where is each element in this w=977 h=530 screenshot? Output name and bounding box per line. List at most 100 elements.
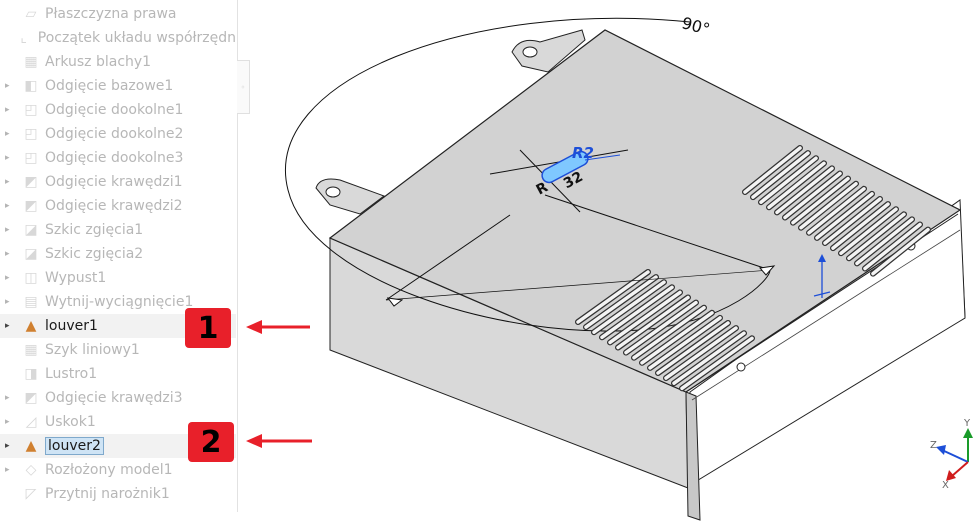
part-hole bbox=[736, 362, 746, 372]
louver-slat-highlight bbox=[799, 181, 858, 230]
louver-slat-highlight bbox=[855, 217, 914, 266]
tree-item-label: Początek układu współrzędn bbox=[37, 30, 236, 46]
tree-item-label: Odgięcie bazowe1 bbox=[45, 78, 174, 94]
louver-slat-highlight bbox=[648, 316, 722, 370]
mounting-tab-hole bbox=[522, 46, 538, 58]
expand-arrow-icon[interactable]: ▸ bbox=[5, 465, 10, 475]
louver-icon: ▲ bbox=[25, 438, 37, 454]
louver-slat-highlight bbox=[823, 197, 882, 245]
louver-slat-highlight bbox=[632, 305, 706, 360]
radius-leader bbox=[584, 154, 621, 161]
tree-item[interactable]: ▸◰Odgięcie dookolne1 bbox=[0, 98, 236, 122]
expand-arrow-icon[interactable]: ▸ bbox=[5, 417, 10, 427]
expand-arrow-icon[interactable]: ▸ bbox=[5, 225, 10, 235]
svg-text:Y: Y bbox=[963, 418, 971, 429]
extruded-cut-icon: ▤ bbox=[24, 294, 38, 310]
tree-item-label: Szyk liniowy1 bbox=[45, 342, 140, 358]
louver-slat-highlight bbox=[791, 176, 850, 225]
expand-arrow-icon[interactable]: ▸ bbox=[5, 201, 10, 211]
sketched-bend-icon: ◪ bbox=[24, 222, 38, 238]
panel-collapse-handle[interactable]: ◦ bbox=[237, 60, 250, 114]
tree-item[interactable]: ▸◫Wypust1 bbox=[0, 266, 236, 290]
tree-item[interactable]: ▸ ◩ Odgięcie krawędzi1 bbox=[0, 170, 236, 194]
expand-arrow-icon[interactable]: ▸ bbox=[5, 129, 10, 139]
expand-arrow-icon[interactable]: ▸ bbox=[5, 297, 10, 307]
louver-slat-highlight bbox=[775, 166, 834, 215]
louver-slat-highlight bbox=[616, 295, 690, 350]
part-front-flange bbox=[685, 391, 701, 521]
tree-item[interactable]: ▸◪Szkic zgięcia1 bbox=[0, 218, 236, 242]
expand-arrow-icon[interactable]: ▸ bbox=[5, 105, 10, 115]
tree-item[interactable]: ▸▤Wytnij-wyciągnięcie1 bbox=[0, 290, 236, 314]
tree-item[interactable]: ▸ ◩ Odgięcie krawędzi3 bbox=[0, 386, 236, 410]
tree-item[interactable]: ◸Przytnij narożnik1 bbox=[0, 482, 236, 506]
tree-item-label: Odgięcie krawędzi3 bbox=[45, 390, 183, 406]
callout-arrow-1 bbox=[246, 320, 310, 334]
tree-item[interactable]: ◨ Lustro1 bbox=[0, 362, 236, 386]
flat-pattern-icon: ◇ bbox=[25, 462, 37, 478]
louver-slat-highlight bbox=[656, 321, 730, 375]
expand-arrow-icon[interactable]: ▸ bbox=[5, 441, 10, 451]
origin-icon: ⌞ bbox=[20, 30, 28, 46]
tree-item-label: Rozłożony model1 bbox=[45, 462, 173, 478]
tree-item[interactable]: ▸ ◰ Odgięcie dookolne3 bbox=[0, 146, 236, 170]
tree-item[interactable]: ▸ ◰ Odgięcie dookolne2 bbox=[0, 122, 236, 146]
view-triad: Y Z X bbox=[930, 418, 973, 491]
louver-slat-highlight bbox=[807, 187, 866, 235]
louver-pattern-1 bbox=[742, 145, 931, 277]
part-edge-line bbox=[691, 229, 961, 401]
expand-arrow-icon[interactable]: ▸ bbox=[5, 177, 10, 187]
svg-text:X: X bbox=[942, 480, 949, 491]
expand-arrow-icon[interactable]: ▸ bbox=[5, 393, 10, 403]
sketched-bend-icon: ◪ bbox=[24, 246, 38, 262]
hem-icon: ◩ bbox=[24, 390, 38, 406]
sketch-line bbox=[385, 269, 771, 301]
tree-item[interactable]: ▸ ◇ Rozłożony model1 bbox=[0, 458, 236, 482]
local-axis-arrow bbox=[818, 254, 826, 262]
expand-arrow-icon[interactable]: ▸ bbox=[5, 249, 10, 259]
mirror-icon: ◨ bbox=[24, 366, 38, 382]
tree-item[interactable]: ⌞ Początek układu współrzędn bbox=[0, 26, 236, 50]
tree-item[interactable]: ▦Arkusz blachy1 bbox=[0, 50, 236, 74]
tree-item-label: Uskok1 bbox=[45, 414, 96, 430]
expand-arrow-icon[interactable]: ▸ bbox=[5, 273, 10, 283]
expand-arrow-icon[interactable]: ▸ bbox=[5, 81, 10, 91]
louver-slat-highlight bbox=[624, 300, 698, 355]
tree-item-label: Odgięcie dookolne3 bbox=[45, 150, 184, 166]
tree-item[interactable]: ▸ ◩ Odgięcie krawędzi2 bbox=[0, 194, 236, 218]
tree-item-label: Wypust1 bbox=[45, 270, 107, 286]
louver-slat-highlight bbox=[751, 151, 810, 199]
tree-item[interactable]: ▸◧Odgięcie bazowe1 bbox=[0, 74, 236, 98]
tree-item[interactable]: ▸ ◪ Szkic zgięcia2 bbox=[0, 242, 236, 266]
tree-item-label: Płaszczyzna prawa bbox=[45, 6, 177, 22]
tree-item-label: Lustro1 bbox=[45, 366, 98, 382]
linear-pattern-icon: ▦ bbox=[24, 342, 38, 358]
tree-item[interactable]: ▱Płaszczyzna prawa bbox=[0, 2, 236, 26]
louver-slat-highlight bbox=[743, 146, 802, 194]
louver-slat-highlight bbox=[672, 331, 746, 385]
tree-item-label: Szkic zgięcia2 bbox=[45, 246, 144, 262]
callout-badge-1: 1 bbox=[185, 308, 231, 348]
louver-slat-highlight bbox=[759, 156, 818, 204]
expand-arrow-icon[interactable]: ▸ bbox=[5, 153, 10, 163]
tree-item-label: Odgięcie dookolne2 bbox=[45, 126, 184, 142]
hem-icon: ◩ bbox=[24, 198, 38, 214]
edge-flange-icon: ◰ bbox=[24, 150, 38, 166]
hem-icon: ◩ bbox=[24, 174, 38, 190]
sketch-line bbox=[385, 214, 511, 301]
svg-text:Z: Z bbox=[930, 440, 937, 451]
louver-sketch-selected[interactable] bbox=[540, 149, 591, 185]
louver-slat-highlight bbox=[640, 311, 714, 365]
tree-item[interactable]: ▦ Szyk liniowy1 bbox=[0, 338, 236, 362]
sketch-line bbox=[544, 194, 771, 271]
edge-flange-icon: ◰ bbox=[24, 126, 38, 142]
expand-arrow-icon[interactable]: ▸ bbox=[5, 321, 10, 331]
louver-slat-highlight bbox=[664, 326, 738, 380]
mounting-tab-hole bbox=[325, 186, 341, 198]
tree-item-label: Arkusz blachy1 bbox=[45, 54, 152, 70]
tree-item-label: Odgięcie krawędzi2 bbox=[45, 198, 183, 214]
louver-icon: ▲ bbox=[25, 318, 37, 334]
tree-item-label: Odgięcie krawędzi1 bbox=[45, 174, 183, 190]
tree-item[interactable]: ▸◿Uskok1 bbox=[0, 410, 236, 434]
